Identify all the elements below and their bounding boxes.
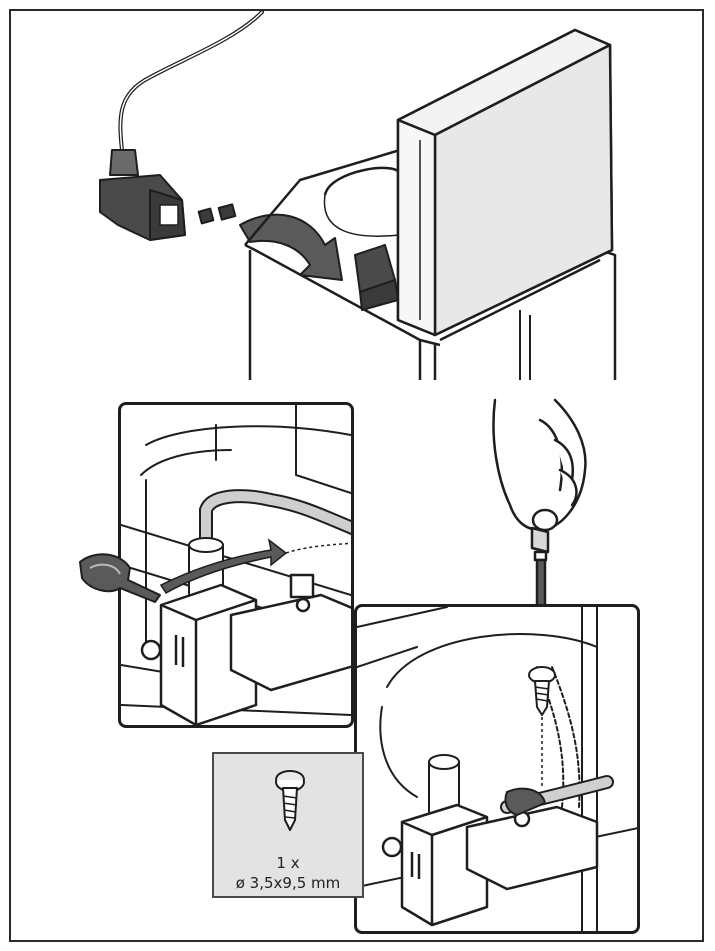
screw-fastening-illustration [357, 607, 637, 931]
power-cable [118, 10, 264, 152]
detail-panel-screw-fastening [354, 604, 640, 934]
detail-panel-cable-clip [118, 402, 354, 728]
clip-arrow [159, 538, 288, 595]
screw-icon [275, 770, 305, 831]
cable-clip [79, 553, 161, 603]
screw-quantity: 1 x [276, 854, 300, 872]
screw [528, 666, 556, 716]
screw-size: ø 3,5x9,5 mm [235, 874, 341, 892]
insert-arrow [239, 213, 343, 281]
screw-spec-box: 1 x ø 3,5x9,5 mm [212, 752, 364, 898]
control-board [396, 28, 614, 342]
connector-socket [354, 244, 399, 311]
power-plug [99, 149, 237, 241]
screwdriver-hand [492, 398, 587, 632]
cable-clip-illustration [121, 405, 351, 725]
